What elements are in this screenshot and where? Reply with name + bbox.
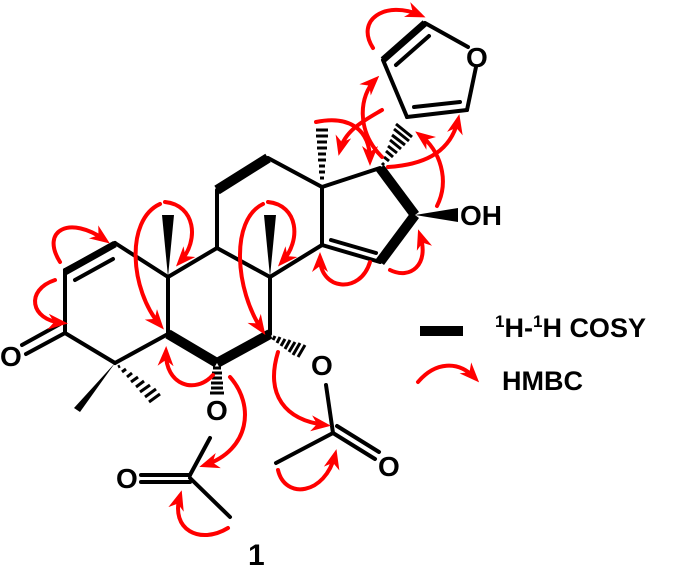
ketone-oxygen-label: O (0, 341, 22, 372)
compound-number: 1 (248, 539, 265, 570)
hashed-bond (117, 364, 161, 404)
hydroxyl-label: OH (460, 200, 502, 231)
hmbc-legend-label: HMBC (502, 366, 583, 396)
legend: 1H-1H COSY HMBC (416, 312, 646, 396)
hmbc-correlations (33, 2, 463, 538)
hmbc-legend-arrow (416, 362, 480, 384)
ring-d: OH (320, 122, 502, 265)
c6-acetate: O O (116, 366, 232, 519)
cosy-legend-symbol (420, 326, 463, 336)
ring-c (214, 128, 328, 279)
c6-ester-oxygen-label: O (206, 395, 228, 426)
furan-ring: O (380, 20, 488, 119)
furan-oxygen-label: O (466, 42, 488, 73)
cosy-legend-label: 1H-1H COSY (495, 312, 646, 343)
c7-ester-oxygen-label: O (311, 350, 333, 381)
c6-carbonyl-oxygen-label: O (116, 463, 138, 494)
c7-carbonyl-oxygen-label: O (378, 451, 400, 482)
ring-a (20, 240, 170, 412)
c7-acetate: O O (271, 335, 400, 482)
